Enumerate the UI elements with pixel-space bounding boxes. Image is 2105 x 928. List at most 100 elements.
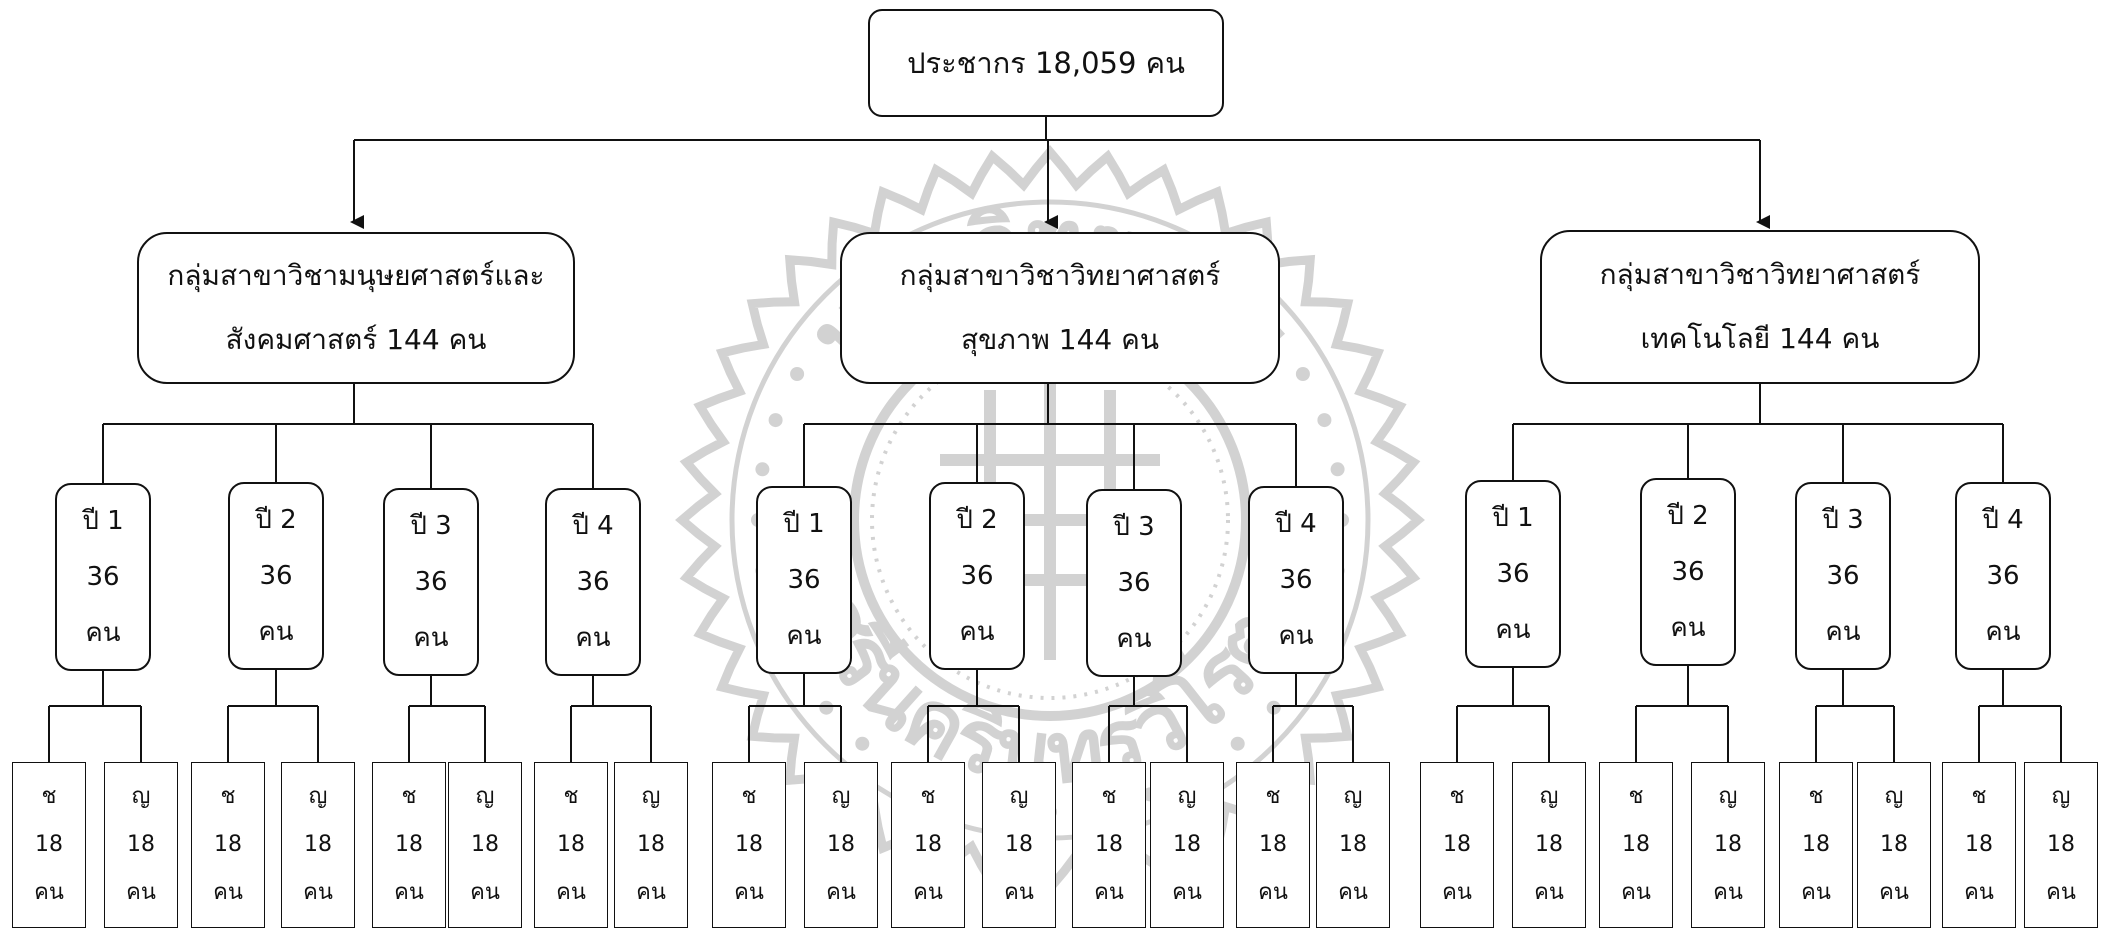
- male-node-2-4: ช 18 คน: [1236, 762, 1310, 928]
- group-node-3: กลุ่มสาขาวิชาวิทยาศาสตร์เทคโนโลยี 144 คน: [1540, 230, 1980, 384]
- sex-count: 18: [1622, 832, 1650, 857]
- year-label: ปี 4: [572, 511, 614, 541]
- sex-count: 18: [1714, 832, 1742, 857]
- sex-count: 18: [127, 832, 155, 857]
- year-unit: คน: [85, 618, 121, 648]
- sex-unit: คน: [1713, 880, 1743, 905]
- year-count: 36: [960, 561, 994, 591]
- sex-label: ช: [1449, 784, 1465, 809]
- sex-count: 18: [1880, 832, 1908, 857]
- sex-label: ช: [563, 784, 579, 809]
- year-label: ปี 2: [1667, 501, 1709, 531]
- sex-label: ช: [920, 784, 936, 809]
- sex-count: 18: [1173, 832, 1201, 857]
- sex-count: 18: [214, 832, 242, 857]
- sex-unit: คน: [1258, 880, 1288, 905]
- year-label: ปี 3: [1113, 512, 1155, 542]
- sex-label: ช: [1265, 784, 1281, 809]
- year-label: ปี 4: [1982, 505, 2024, 535]
- sex-unit: คน: [826, 880, 856, 905]
- sex-unit: คน: [213, 880, 243, 905]
- sex-count: 18: [827, 832, 855, 857]
- sex-unit: คน: [734, 880, 764, 905]
- sex-unit: คน: [1801, 880, 1831, 905]
- sex-count: 18: [35, 832, 63, 857]
- year-label: ปี 3: [1822, 505, 1864, 535]
- sex-label: ช: [401, 784, 417, 809]
- year-unit: คน: [1278, 621, 1314, 651]
- root-label: ประชากร 18,059 คน: [907, 46, 1185, 80]
- year-count: 36: [1279, 565, 1313, 595]
- group-title-line2: สังคมศาสตร์ 144 คน: [225, 323, 487, 356]
- sex-count: 18: [1005, 832, 1033, 857]
- group-title-line1: กลุ่มสาขาวิชามนุษยศาสตร์และ: [167, 259, 545, 292]
- sex-count: 18: [914, 832, 942, 857]
- year-label: ปี 1: [82, 506, 124, 536]
- sex-label: ช: [1101, 784, 1117, 809]
- female-node-2-3: ญ 18 คน: [1150, 762, 1224, 928]
- sex-count: 18: [557, 832, 585, 857]
- sex-unit: คน: [1004, 880, 1034, 905]
- sex-label: ช: [1808, 784, 1824, 809]
- sex-label: ญ: [1884, 784, 1904, 809]
- sex-unit: คน: [1172, 880, 1202, 905]
- sex-label: ญ: [641, 784, 661, 809]
- sex-count: 18: [1259, 832, 1287, 857]
- year-label: ปี 1: [783, 509, 825, 539]
- sex-unit: คน: [2046, 880, 2076, 905]
- year-count: 36: [1826, 561, 1860, 591]
- sex-label: ญ: [1539, 784, 1559, 809]
- year-count: 36: [259, 561, 293, 591]
- sex-unit: คน: [1621, 880, 1651, 905]
- sex-count: 18: [304, 832, 332, 857]
- year-unit: คน: [575, 623, 611, 653]
- year-unit: คน: [786, 621, 822, 651]
- sex-unit: คน: [913, 880, 943, 905]
- root-population-node: ประชากร 18,059 คน: [868, 9, 1224, 117]
- sex-label: ช: [1971, 784, 1987, 809]
- sex-unit: คน: [1879, 880, 1909, 905]
- group-node-1: กลุ่มสาขาวิชามนุษยศาสตร์และสังคมศาสตร์ 1…: [137, 232, 575, 384]
- year-label: ปี 4: [1275, 509, 1317, 539]
- sex-count: 18: [1535, 832, 1563, 857]
- sex-label: ญ: [1177, 784, 1197, 809]
- year-count: 36: [1496, 559, 1530, 589]
- sex-unit: คน: [1338, 880, 1368, 905]
- sex-unit: คน: [34, 880, 64, 905]
- year-label: ปี 2: [255, 505, 297, 535]
- year-count: 36: [1671, 557, 1705, 587]
- sex-unit: คน: [1964, 880, 1994, 905]
- year-unit: คน: [959, 617, 995, 647]
- year-unit: คน: [1495, 615, 1531, 645]
- sex-label: ญ: [2051, 784, 2071, 809]
- sex-unit: คน: [470, 880, 500, 905]
- sex-count: 18: [1339, 832, 1367, 857]
- sex-label: ญ: [308, 784, 328, 809]
- year-unit: คน: [258, 617, 294, 647]
- sex-count: 18: [1443, 832, 1471, 857]
- sex-count: 18: [1965, 832, 1993, 857]
